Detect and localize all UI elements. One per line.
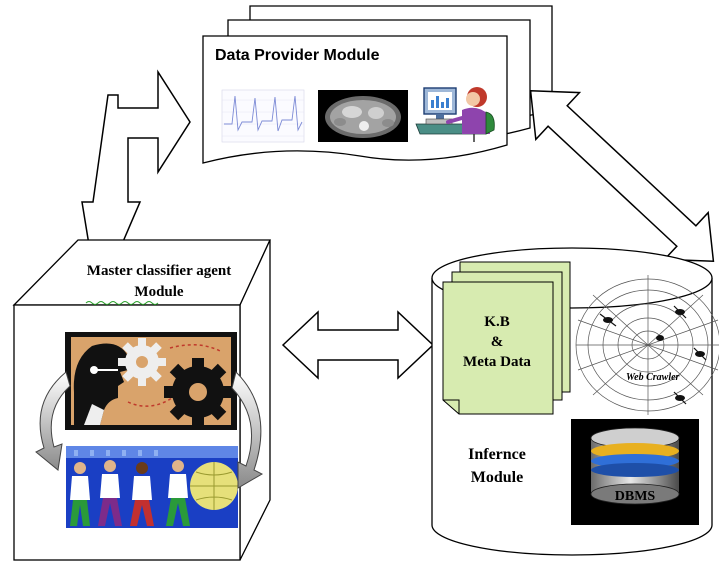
bidirectional-arrow-provider-inference: [529, 89, 715, 263]
spider-web-icon: Web Crawler: [575, 275, 719, 415]
database-icon: DBMS: [571, 419, 699, 525]
master-classifier-module: Master classifier agent Module: [12, 239, 272, 561]
ecg-chart-icon: [221, 89, 305, 143]
team-people-icon: [66, 446, 238, 528]
kb-metadata-documents: K.B & Meta Data: [442, 261, 571, 415]
right-curved-arrow: [231, 371, 264, 489]
gear-head-icon: [65, 332, 237, 430]
kb-label-line1: K.B: [484, 314, 509, 330]
data-provider-module: Data Provider Module: [202, 5, 553, 164]
dbms-label: DBMS: [615, 489, 656, 504]
master-title-line1: Master classifier agent: [87, 263, 231, 279]
inference-title-line1: Infernce: [468, 446, 526, 463]
master-title-line2: Module: [134, 284, 184, 300]
inference-module: K.B & Meta Data: [431, 247, 719, 556]
kb-label-line2: &: [491, 334, 504, 350]
data-provider-title: Data Provider Module: [215, 47, 380, 64]
web-crawler-label: Web Crawler: [626, 372, 680, 383]
bidirectional-arrow-master-inference: [281, 310, 435, 380]
inference-title-line2: Module: [471, 469, 523, 486]
ct-scan-icon: [318, 90, 408, 142]
computer-user-icon: [415, 87, 495, 142]
left-curved-arrow: [35, 371, 71, 471]
kb-label-line3: Meta Data: [463, 354, 531, 370]
